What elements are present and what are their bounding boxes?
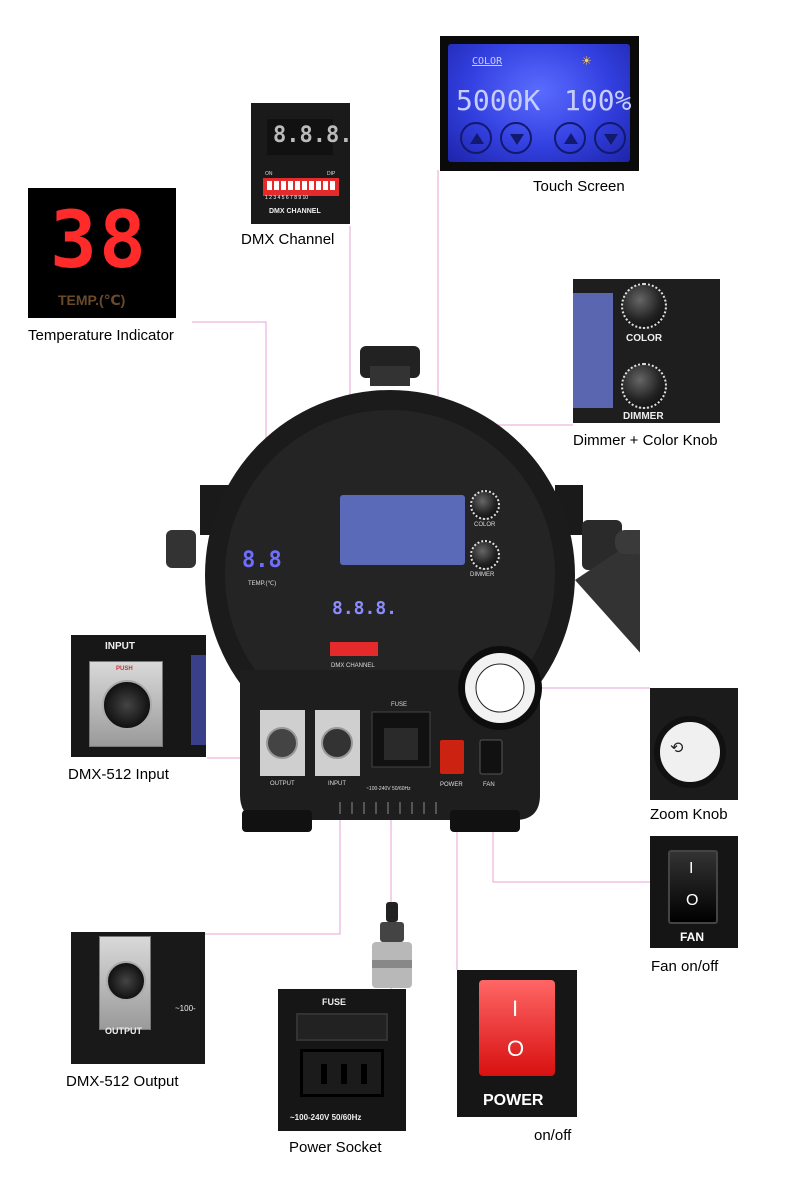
input-xlr-socket[interactable] [102, 680, 152, 730]
dimmer-knob[interactable] [621, 363, 667, 409]
caption-power-socket: Power Socket [289, 1139, 382, 1156]
up-arrow-icon[interactable] [554, 122, 586, 154]
fixture-dimmer-label: DIMMER [470, 572, 495, 578]
down-arrow-icon[interactable] [594, 122, 626, 154]
caption-temperature: Temperature Indicator [28, 327, 174, 344]
caption-touch-screen: Touch Screen [533, 178, 625, 195]
input-label: INPUT [105, 641, 135, 652]
fixture-dmx-display: 8.8.8. [332, 598, 398, 619]
caption-input: DMX-512 Input [68, 766, 169, 783]
fixture-color-knob[interactable] [470, 490, 500, 520]
fixture-rear: 8.8 TEMP.(℃) 8.8.8. DMX CHANNEL COLOR DI… [160, 340, 680, 840]
caption-knob: Dimmer + Color Knob [573, 432, 718, 449]
power-plug [366, 898, 420, 990]
zoom-icon: ⟲ [670, 740, 684, 757]
fixture-rating: ~100-240V 50/60Hz [366, 786, 411, 792]
fixture-fan-label: FAN [483, 782, 495, 788]
fan-label: FAN [680, 930, 704, 944]
fan-off-mark: O [686, 892, 699, 909]
knob-panel-lcd [573, 293, 613, 408]
knob-panel: COLOR DIMMER [573, 279, 720, 423]
power-socket-panel: FUSE ~100-240V 50/60Hz [278, 989, 406, 1131]
fixture-body [166, 346, 680, 832]
fixture-temp-display: 8.8 [242, 548, 282, 573]
sun-icon: ☀ [582, 52, 592, 70]
fixture-dmx-label: DMX CHANNEL [331, 663, 375, 669]
temperature-panel: 38 TEMP.(℃) [28, 188, 176, 318]
color-knob[interactable] [621, 283, 667, 329]
fan-on-mark: I [689, 860, 694, 877]
output-xlr-socket[interactable] [106, 961, 146, 1001]
power-on-mark: I [512, 996, 519, 1021]
fan-switch[interactable]: I O [668, 850, 718, 924]
input-xlr-plate: PUSH [89, 661, 163, 747]
caption-fan: Fan on/off [651, 958, 719, 975]
down-arrow-icon[interactable] [500, 122, 532, 154]
fixture-temp-label: TEMP.(℃) [248, 581, 277, 587]
iec-socket[interactable] [300, 1049, 384, 1097]
input-panel: INPUT PUSH [71, 635, 206, 757]
caption-output: DMX-512 Output [66, 1073, 179, 1090]
dmx-display: 8.8.8. [273, 123, 350, 148]
power-label: POWER [483, 1092, 544, 1109]
color-label: COLOR [626, 333, 663, 344]
dip-switch[interactable] [263, 178, 339, 196]
power-switch-panel: I O POWER [457, 970, 577, 1117]
dmx-channel-panel: 8.8.8. ON DIP 1 2 3 4 5 6 7 8 9 10 DMX C… [251, 103, 350, 224]
caption-dmx-channel: DMX Channel [241, 231, 335, 248]
lcd-cct: 5000K [456, 84, 541, 117]
temp-display: 38 [50, 196, 148, 286]
lcd-mode-label: COLOR [472, 56, 503, 67]
fixture-output-label: OUTPUT [270, 781, 295, 787]
output-label: OUTPUT [105, 1026, 142, 1036]
caption-zoom: Zoom Knob [650, 806, 728, 823]
zoom-panel: ⟲ [650, 688, 738, 800]
dip-label: DIP [327, 171, 336, 177]
fixture-dimmer-knob[interactable] [470, 540, 500, 570]
power-socket-rating: ~100-240V 50/60Hz [290, 1113, 362, 1122]
touch-screen-panel: COLOR ☀ 5000K 100% [440, 36, 639, 171]
output-voltage: ~100- [175, 1004, 196, 1013]
touch-screen-lcd[interactable]: COLOR ☀ 5000K 100% [448, 44, 632, 162]
dmx-display-frame: 8.8.8. [267, 119, 350, 155]
push-label: PUSH [116, 666, 133, 672]
dip-numbers: 1 2 3 4 5 6 7 8 9 10 [265, 195, 309, 201]
fixture-fuse-label: FUSE [391, 702, 408, 708]
fixture-power-label: POWER [440, 782, 463, 788]
temp-label: TEMP.(℃) [58, 292, 126, 308]
caption-power-switch: on/off [534, 1127, 572, 1144]
fan-panel: I O FAN [650, 836, 738, 948]
power-off-mark: O [507, 1036, 525, 1061]
output-panel: OUTPUT ~100- [71, 932, 205, 1064]
dip-on-label: ON [265, 171, 273, 177]
up-arrow-icon[interactable] [460, 122, 492, 154]
zoom-knob[interactable] [654, 716, 726, 788]
output-xlr-plate [99, 936, 151, 1030]
fixture-color-label: COLOR [474, 522, 496, 528]
lcd-level: 100% [564, 84, 632, 117]
fixture-dip-switch[interactable] [330, 642, 378, 656]
input-panel-edge [191, 655, 206, 745]
fuse-label: FUSE [322, 997, 347, 1007]
fixture-input-label: INPUT [328, 781, 346, 787]
dimmer-label: DIMMER [623, 411, 664, 422]
dmx-channel-label: DMX CHANNEL [269, 208, 321, 215]
power-switch[interactable]: I O [479, 980, 555, 1076]
fuse-holder[interactable] [296, 1013, 388, 1041]
